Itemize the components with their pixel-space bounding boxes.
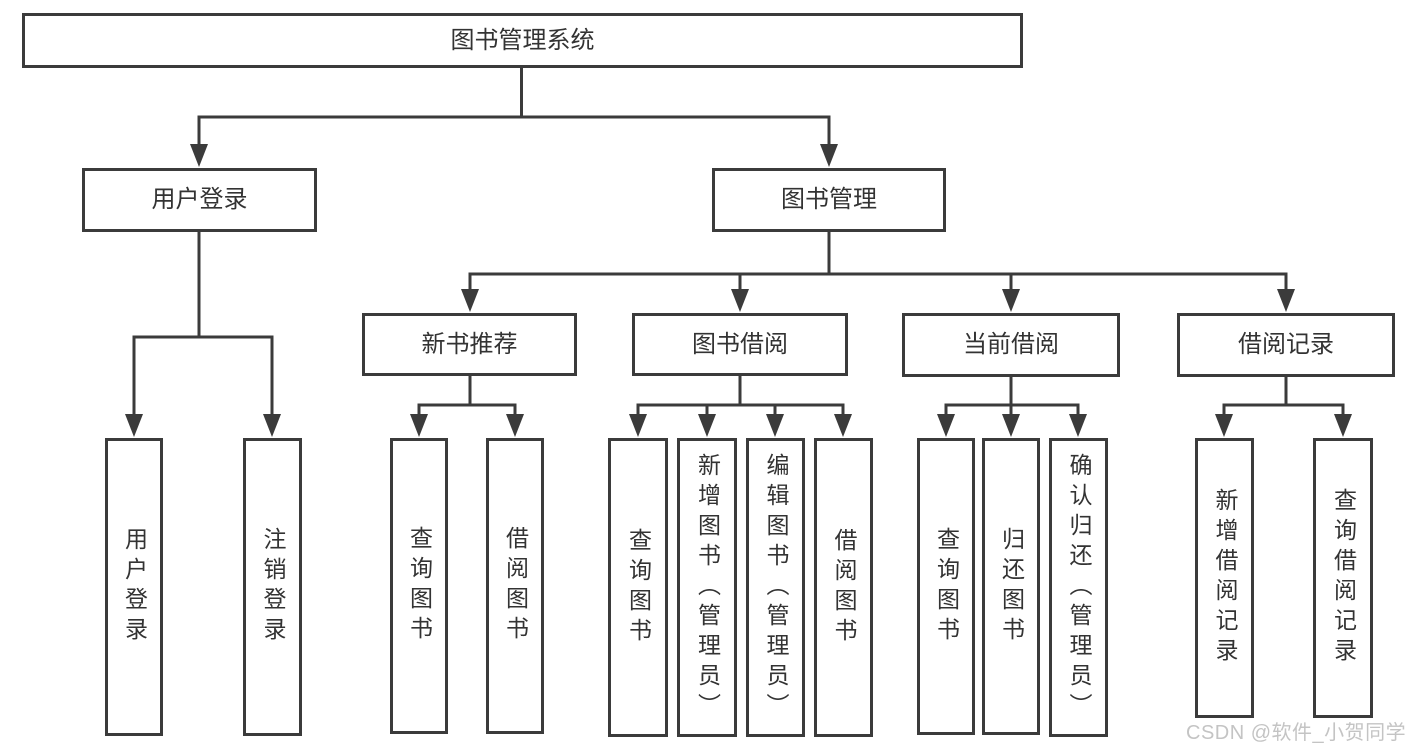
node-library-system: 图书管理系统 xyxy=(22,13,1023,68)
leaf-nbr-borrow-books-label: 借阅图书 xyxy=(502,526,529,646)
node-user-login-label: 用户登录 xyxy=(151,186,248,213)
watermark: CSDN @软件_小贺同学 xyxy=(1186,722,1405,744)
leaf-br-add-record-label: 新增借阅记录 xyxy=(1212,488,1238,668)
node-borrowing-records: 借阅记录 xyxy=(1177,313,1395,377)
leaf-logout: 注销登录 xyxy=(243,438,302,736)
leaf-cb-return-books: 归还图书 xyxy=(982,438,1040,735)
leaf-logout-label: 注销登录 xyxy=(260,527,286,647)
leaf-bb-add-book-admin: 新增图书（管理员） xyxy=(677,438,737,737)
leaf-nbr-query-books-label: 查询图书 xyxy=(406,526,433,646)
leaf-user-login-label: 用户登录 xyxy=(121,527,148,647)
node-book-management: 图书管理 xyxy=(712,168,946,232)
leaf-bb-edit-book-admin: 编辑图书（管理员） xyxy=(746,438,805,737)
node-borrowing-records-label: 借阅记录 xyxy=(1238,331,1334,358)
node-user-login: 用户登录 xyxy=(82,168,317,232)
node-library-system-label: 图书管理系统 xyxy=(450,26,595,54)
node-book-management-label: 图书管理 xyxy=(781,186,877,213)
leaf-bb-edit-book-admin-label: 编辑图书（管理员） xyxy=(763,452,789,723)
leaf-cb-return-books-label: 归还图书 xyxy=(998,526,1025,647)
node-new-book-recommendation: 新书推荐 xyxy=(362,313,577,376)
leaf-br-query-record: 查询借阅记录 xyxy=(1313,438,1373,718)
leaf-bb-borrow-books: 借阅图书 xyxy=(814,438,873,737)
node-current-borrowing-label: 当前借阅 xyxy=(963,331,1059,358)
leaf-cb-confirm-return-admin-label: 确认归还（管理员） xyxy=(1066,452,1092,723)
leaf-cb-query-books-label: 查询图书 xyxy=(933,526,960,647)
leaf-user-login: 用户登录 xyxy=(105,438,163,736)
node-book-borrowing: 图书借阅 xyxy=(632,313,848,376)
leaf-bb-query-books-label: 查询图书 xyxy=(625,527,652,648)
leaf-nbr-query-books: 查询图书 xyxy=(390,438,448,734)
leaf-bb-query-books: 查询图书 xyxy=(608,438,668,737)
leaf-cb-confirm-return-admin: 确认归还（管理员） xyxy=(1049,438,1108,737)
leaf-bb-add-book-admin-label: 新增图书（管理员） xyxy=(694,452,721,723)
node-new-book-recommendation-label: 新书推荐 xyxy=(421,330,518,358)
node-book-borrowing-label: 图书借阅 xyxy=(692,330,788,358)
leaf-cb-query-books: 查询图书 xyxy=(917,438,975,735)
leaf-br-add-record: 新增借阅记录 xyxy=(1195,438,1254,718)
leaf-nbr-borrow-books: 借阅图书 xyxy=(486,438,544,734)
node-current-borrowing: 当前借阅 xyxy=(902,313,1120,377)
leaf-bb-borrow-books-label: 借阅图书 xyxy=(831,527,857,648)
leaf-br-query-record-label: 查询借阅记录 xyxy=(1330,488,1357,668)
